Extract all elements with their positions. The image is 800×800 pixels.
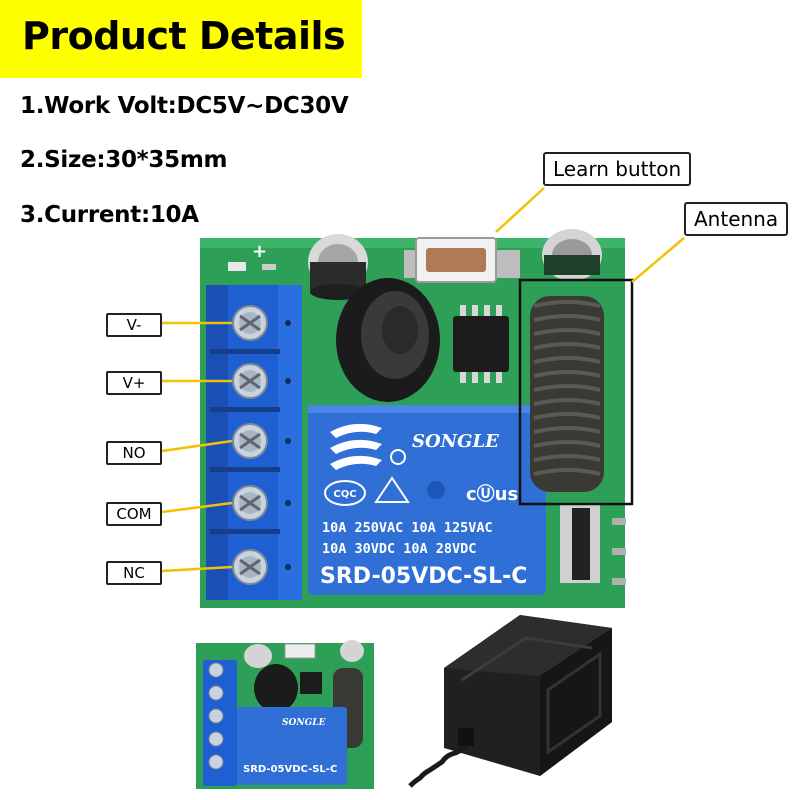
- polarity-plus-mark: +: [252, 241, 267, 262]
- relay-brand: SONGLE: [412, 431, 499, 452]
- antenna-highlight-frame: [518, 278, 634, 506]
- header-banner: Product Details: [0, 0, 362, 78]
- terminal-label-com: COM: [106, 502, 162, 526]
- registered-icon: [390, 449, 406, 465]
- learn-button-switch: [404, 237, 520, 283]
- output-pins: [560, 505, 626, 585]
- spec-size: 2.Size:30*35mm: [20, 147, 228, 173]
- ul-mark-icon: cⓊus: [466, 483, 518, 505]
- cqc-mark-icon: [324, 480, 366, 506]
- terminal-leader-line: [161, 565, 233, 573]
- spec-work-volt: 1.Work Volt:DC5V~DC30V: [20, 93, 349, 119]
- remote-antenna-wire: [408, 744, 468, 788]
- learn-button-leader: [495, 187, 545, 233]
- black-enclosure: [444, 615, 612, 776]
- electrolytic-capacitor-right: [542, 229, 602, 281]
- antenna-leader: [631, 237, 685, 283]
- thumb-terminal-screw: [208, 662, 224, 678]
- terminal-label-v-plus: V+: [106, 371, 162, 395]
- songle-logo: [330, 423, 382, 470]
- relay-rating-line2: 10A 30VDC 10A 28VDC: [322, 541, 476, 557]
- warning-triangle-icon: [374, 476, 410, 503]
- learn-button-callout: Learn button: [543, 152, 692, 186]
- page-title: Product Details: [22, 14, 346, 58]
- thumb-terminal-screw: [208, 685, 224, 701]
- relay: SONGLE CQC cⓊus 10A 250VAC 10A 125VAC 10…: [308, 405, 546, 595]
- terminal-label-nc: NC: [106, 561, 162, 585]
- relay-model: SRD-05VDC-SL-C: [320, 564, 527, 589]
- module-thumbnail: SONGLE SRD-05VDC-SL-C: [196, 640, 374, 789]
- thumb-terminal-screw: [208, 731, 224, 747]
- thumb-relay-model: SRD-05VDC-SL-C: [243, 764, 337, 775]
- relay-mold-dot: [427, 481, 445, 499]
- terminal-leader-line: [161, 439, 233, 453]
- antenna-coil: [530, 296, 604, 492]
- terminal-label-no: NO: [106, 441, 162, 465]
- spec-current: 3.Current:10A: [20, 202, 199, 228]
- electrolytic-capacitor-left: [308, 234, 368, 300]
- inductor: [336, 278, 440, 402]
- thumb-relay-brand: SONGLE: [282, 718, 326, 728]
- thumb-terminal-screw: [208, 754, 224, 770]
- terminal-leader-line: [161, 501, 233, 514]
- cqc-mark-text: CQC: [333, 489, 356, 500]
- smd-diode: [228, 262, 246, 271]
- terminal-label-v-minus: V-: [106, 313, 162, 337]
- thumb-terminal-screw: [208, 708, 224, 724]
- relay-rating-line1: 10A 250VAC 10A 125VAC: [322, 520, 493, 536]
- antenna-callout: Antenna: [684, 202, 789, 236]
- ic-chip: [453, 305, 509, 383]
